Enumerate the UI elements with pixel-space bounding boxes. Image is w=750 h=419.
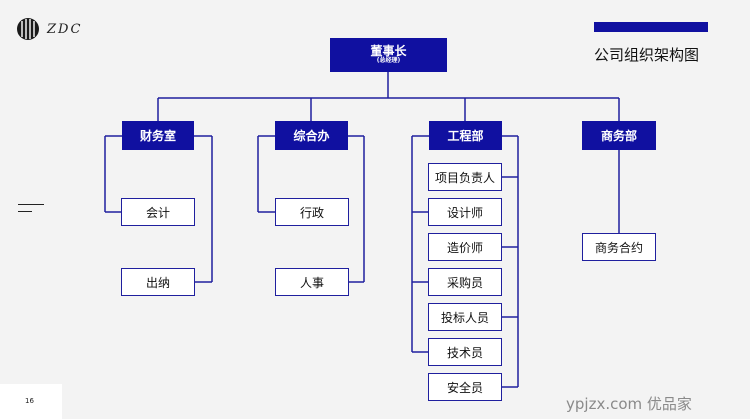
role-safety-officer: 安全员 [428,373,502,401]
dept-finance: 财务室 [122,121,194,150]
role-project-manager: 项目负责人 [428,163,502,191]
dept-general-office: 综合办 [275,121,348,150]
role-administration: 行政 [275,198,349,226]
dept-engineering: 工程部 [429,121,502,150]
page-title: 公司组织架构图 [594,46,700,64]
company-logo: ZDC [15,16,86,42]
chairman-sublabel: (总经理) [376,57,401,65]
logo-text: ZDC [47,21,83,37]
role-bidding-staff: 投标人员 [428,303,502,331]
title-accent-bar [594,22,708,32]
watermark: ypjzx.com 优品家 [566,395,692,413]
role-designer: 设计师 [428,198,502,226]
role-cost-engineer: 造价师 [428,233,502,261]
chairman-box: 董事长 (总经理) [330,38,447,72]
decorative-dash [18,204,44,205]
role-business-contracts: 商务合约 [582,233,656,261]
role-human-resources: 人事 [275,268,349,296]
dept-business: 商务部 [582,121,656,150]
page-number: 16 [25,397,34,405]
role-technician: 技术员 [428,338,502,366]
role-purchaser: 采购员 [428,268,502,296]
chairman-label: 董事长 [370,43,407,58]
role-cashier: 出纳 [121,268,195,296]
logo-mark-icon [17,18,39,40]
decorative-dash [18,211,32,212]
role-accountant: 会计 [121,198,195,226]
page-number-panel [0,384,62,419]
